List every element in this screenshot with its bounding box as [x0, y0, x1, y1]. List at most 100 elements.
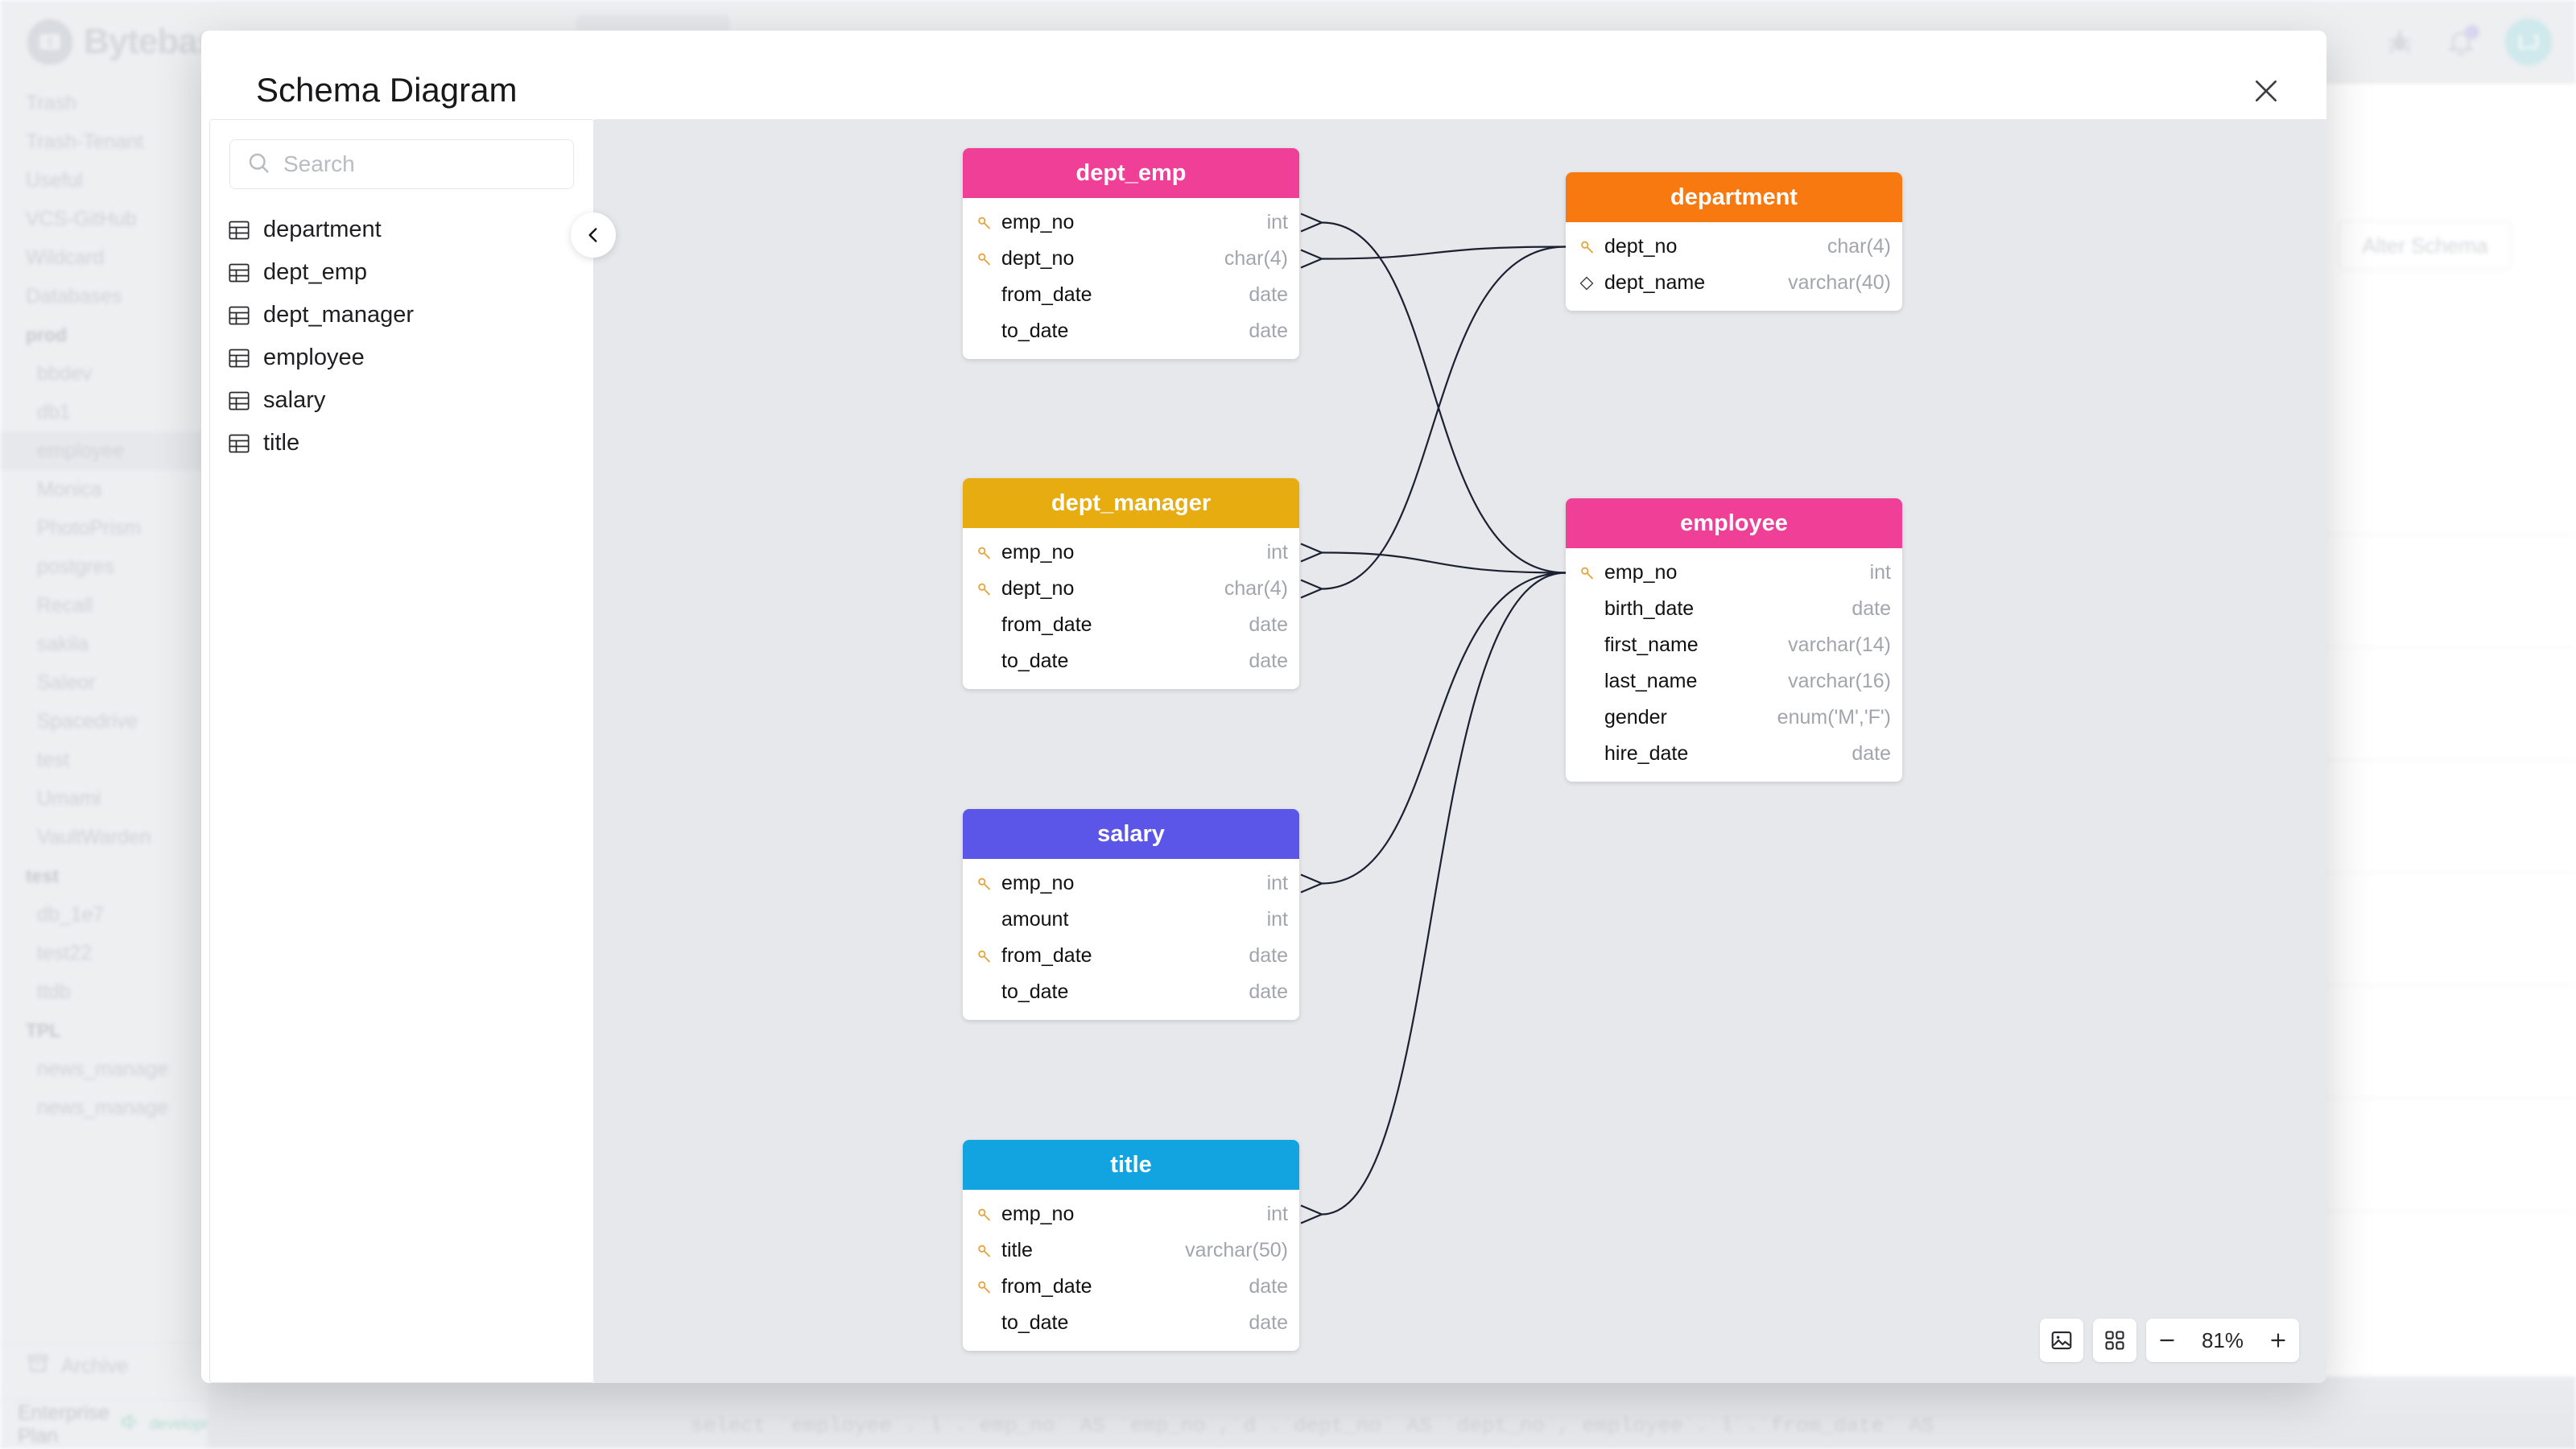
- alter-schema-button[interactable]: Alter Schema: [2339, 221, 2512, 270]
- table-list-item-dept_manager[interactable]: dept_manager: [210, 294, 593, 336]
- sidebar-item-databases: Databases: [26, 285, 122, 308]
- sidebar-item-test[interactable]: test: [26, 865, 59, 886]
- table-list-item-employee[interactable]: employee: [210, 336, 593, 379]
- column-name: last_name: [1604, 670, 1698, 692]
- sidebar-item-sakila[interactable]: sakila: [37, 633, 89, 655]
- table-list-item-dept_emp[interactable]: dept_emp: [210, 251, 593, 294]
- bell-icon[interactable]: [2444, 25, 2479, 59]
- sidebar-item-test22[interactable]: test22: [37, 942, 93, 964]
- column-name: first_name: [1604, 634, 1699, 656]
- crows-foot-marker: [1300, 579, 1324, 599]
- sidebar-item-vcs-github[interactable]: VCS-GitHub: [26, 208, 137, 230]
- sidebar-item-db1[interactable]: db1: [37, 401, 71, 423]
- sidebar-item-bbdev[interactable]: bbdev: [37, 362, 93, 385]
- zoom-level[interactable]: 81%: [2201, 1327, 2244, 1352]
- sidebar-item-recall[interactable]: Recall: [37, 594, 93, 617]
- sidebar-item-photoprism[interactable]: PhotoPrism: [37, 517, 142, 539]
- sidebar-item-wildcard[interactable]: Wildcard: [26, 246, 105, 269]
- minus-icon[interactable]: [2146, 1319, 2188, 1362]
- key-icon: [976, 947, 998, 965]
- sidebar-item-employee[interactable]: employee: [0, 431, 208, 470]
- sidebar-item-spacedrive[interactable]: Spacedrive: [37, 710, 138, 733]
- chevron-left-icon[interactable]: [571, 213, 616, 258]
- sidebar-item-useful[interactable]: Useful: [26, 169, 83, 192]
- table-list-item-label: department: [263, 217, 382, 242]
- column-name: dept_name: [1604, 271, 1706, 294]
- sidebar-item-ttdb[interactable]: ttdb: [37, 980, 71, 1003]
- sidebar-item-vaultwarden[interactable]: VaultWarden: [37, 826, 151, 848]
- sidebar-item-news-manage[interactable]: news_manage: [37, 1096, 168, 1119]
- plus-icon[interactable]: [2257, 1319, 2299, 1362]
- table-list-item-label: dept_manager: [263, 302, 415, 328]
- column-name: emp_no: [1001, 541, 1075, 564]
- table-node-title: department: [1566, 172, 1902, 222]
- sidebar-item-umami[interactable]: Umami: [37, 787, 101, 810]
- column-row[interactable]: emp_no int: [963, 535, 1299, 571]
- column-name: amount: [1001, 908, 1069, 931]
- sidebar-item-tpl[interactable]: TPL: [26, 1020, 61, 1041]
- sidebar-item-archive[interactable]: Archive: [0, 1343, 208, 1389]
- sidebar-item-prod[interactable]: prod: [26, 324, 68, 345]
- sidebar-item-monica[interactable]: Monica: [37, 478, 102, 501]
- column-type: int: [1266, 541, 1288, 564]
- avatar[interactable]: LJ: [2505, 19, 2552, 65]
- sidebar-item-postgres[interactable]: postgres: [37, 555, 114, 578]
- search-input[interactable]: [283, 151, 557, 177]
- column-name: from_date: [1001, 283, 1092, 306]
- column-name: to_date: [1001, 320, 1069, 342]
- bug-icon[interactable]: [2383, 25, 2417, 59]
- plan-bar[interactable]: Enterprise Plan development: [0, 1399, 237, 1449]
- column-name: emp_no: [1001, 872, 1075, 894]
- close-icon[interactable]: [2244, 69, 2288, 113]
- column-name: emp_no: [1001, 211, 1075, 233]
- grid-layout-icon[interactable]: [2093, 1319, 2136, 1362]
- sidebar-item-saleor[interactable]: Saleor: [37, 671, 96, 694]
- image-export-icon[interactable]: [2040, 1319, 2083, 1362]
- column-type: int: [1869, 561, 1891, 584]
- table-list-item-title[interactable]: title: [210, 422, 593, 464]
- column-name: from_date: [1001, 1275, 1092, 1298]
- sidebar-item-db-1e7[interactable]: db_1e7: [37, 903, 105, 926]
- search-box[interactable]: [229, 139, 574, 189]
- sidebar-item-news-manage[interactable]: news_manage: [37, 1058, 168, 1080]
- sidebar-item-test[interactable]: test: [37, 749, 70, 771]
- column-type: enum('M','F'): [1777, 706, 1891, 729]
- sidebar-item-trash-tenant[interactable]: Trash-Tenant: [26, 130, 144, 153]
- sidebar-item-trash[interactable]: Trash: [26, 92, 76, 114]
- table-list-item-salary[interactable]: salary: [210, 379, 593, 422]
- table-list-item-department[interactable]: department: [210, 208, 593, 251]
